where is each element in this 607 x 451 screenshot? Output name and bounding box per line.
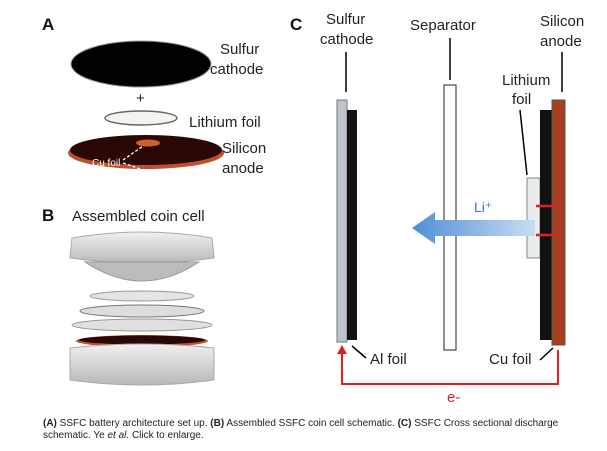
cu-foil-spot bbox=[136, 139, 160, 147]
separator-layer bbox=[443, 84, 457, 351]
lithium-foil-disk bbox=[104, 110, 178, 126]
figure-caption: (A) SSFC battery architecture set up. (B… bbox=[43, 418, 583, 442]
separator-label: Separator bbox=[410, 17, 476, 34]
al-foil-layer bbox=[336, 99, 348, 343]
li-ion-arrow bbox=[412, 212, 535, 244]
cu-foil-layer bbox=[551, 99, 566, 346]
sulfur-cathode-layer bbox=[347, 110, 357, 340]
c-sulfur-label-1: Sulfur bbox=[326, 11, 365, 28]
caption-b-tag: (B) bbox=[210, 418, 225, 429]
caption-a-tag: (A) bbox=[43, 418, 57, 429]
c-silicon-label-1: Silicon bbox=[540, 13, 584, 30]
cu-foil-label: Cu foil bbox=[489, 351, 532, 368]
sulfur-cathode-disk bbox=[70, 40, 212, 88]
c-sulfur-label-2: cathode bbox=[320, 31, 373, 48]
caption-a-text: SSFC battery architecture set up. bbox=[56, 418, 211, 429]
panel-c-label: C bbox=[290, 15, 302, 34]
external-circuit bbox=[341, 350, 559, 385]
a-cu-label: Cu foil bbox=[92, 158, 120, 169]
silicon-anode-disk bbox=[70, 135, 222, 165]
a-lithium-label: Lithium foil bbox=[189, 114, 261, 131]
c-lithium-label-1: Lithium bbox=[502, 72, 550, 89]
panel-b-label: B bbox=[42, 206, 54, 225]
silicon-anode-layer bbox=[540, 110, 552, 340]
caption-b-text: Assembled SSFC coin cell schematic. bbox=[224, 418, 398, 429]
a-silicon-label-2: anode bbox=[222, 160, 264, 177]
a-sulfur-label-1: Sulfur bbox=[220, 41, 259, 58]
cu-pointer-arrows bbox=[122, 145, 147, 172]
caption-c-text: SSFC Cross sectional discharge schematic… bbox=[43, 418, 559, 441]
li-ion-label: Li⁺ bbox=[474, 199, 492, 215]
c-lithium-label-2: foil bbox=[512, 91, 531, 108]
caption-c-tag: (C) bbox=[397, 418, 412, 429]
lithium-foil-layer bbox=[526, 177, 541, 259]
electron-label: e- bbox=[447, 389, 460, 406]
al-foil-label: Al foil bbox=[370, 351, 407, 368]
coin-cell-stack bbox=[69, 231, 215, 386]
a-sulfur-label-2: cathode bbox=[210, 61, 263, 78]
plus-sign: + bbox=[136, 90, 145, 107]
b-title: Assembled coin cell bbox=[72, 208, 205, 225]
click-to-enlarge-link[interactable]: Click to enlarge. bbox=[129, 430, 204, 441]
a-silicon-label-1: Silicon bbox=[222, 140, 266, 157]
c-silicon-label-2: anode bbox=[540, 33, 582, 50]
caption-et-al: et al. bbox=[107, 430, 130, 441]
panel-a-label: A bbox=[42, 15, 54, 34]
